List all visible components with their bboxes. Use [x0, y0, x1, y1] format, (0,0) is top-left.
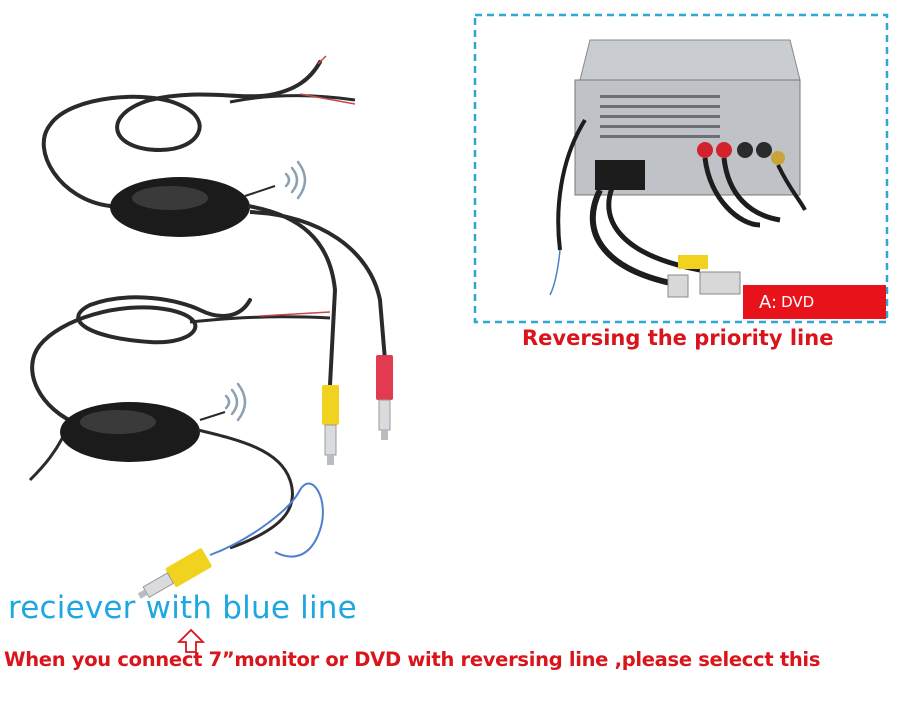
priority-line-caption: Reversing the priority line — [522, 326, 834, 350]
transmitter-unit — [41, 55, 393, 465]
wireless-signal-icon — [284, 160, 307, 200]
receiver-unit — [28, 295, 331, 599]
receiver-power-cable — [30, 295, 252, 427]
receiver-caption: reciever with blue line — [8, 590, 357, 626]
dvd-badge-text: DVD — [781, 293, 815, 311]
transmitter-power-cable — [41, 60, 322, 208]
dvd-frame — [473, 13, 889, 324]
transmitter-rca-yellow — [322, 385, 339, 465]
dvd-badge: A: DVD — [743, 285, 886, 319]
dvd-badge-letter: A: — [759, 291, 778, 313]
transmitter-rca-red — [376, 355, 393, 440]
receiver-rca-yellow — [137, 548, 212, 599]
arrow-up-icon — [176, 628, 206, 653]
instruction-caption: When you connect 7”monitor or DVD with r… — [4, 648, 821, 671]
receiver-blue-wire — [209, 482, 324, 558]
wireless-signal-icon — [224, 382, 247, 422]
dvd-head-unit — [549, 39, 807, 298]
watermark: WSKYFOCK — [478, 392, 601, 413]
